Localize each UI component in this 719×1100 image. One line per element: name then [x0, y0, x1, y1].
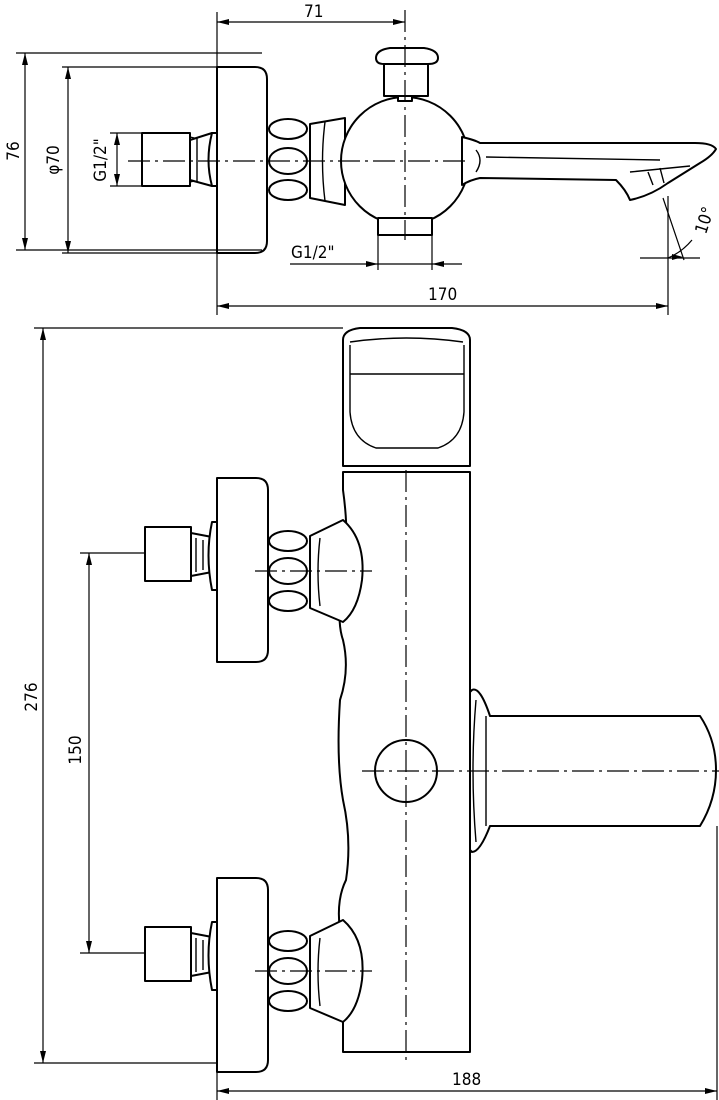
front-control-handle — [342, 327, 471, 467]
top-dim-76: 76 — [4, 141, 24, 160]
front-dim-188: 188 — [452, 1070, 481, 1090]
front-lower-flange — [216, 877, 269, 1073]
front-upper-ring-3 — [268, 590, 308, 612]
top-dim-170: 170 — [428, 285, 457, 305]
top-dim-outlet-thread: G1/2" — [291, 243, 335, 263]
front-lower-ring-1 — [268, 930, 308, 952]
front-dim-150: 150 — [66, 735, 86, 764]
front-upper-ring-1 — [268, 530, 308, 552]
top-neck — [309, 117, 346, 206]
front-upper-inlet-nut — [144, 526, 192, 582]
top-knob-stem — [383, 63, 429, 97]
top-ring-lower — [268, 179, 308, 201]
top-dim-angle-10: 10° — [692, 204, 719, 236]
front-dim-276: 276 — [22, 682, 42, 711]
top-inlet-nut — [141, 132, 191, 187]
top-connector-housing — [207, 132, 218, 187]
top-view: 71 76 φ70 G1/2" G1/2" — [4, 2, 719, 315]
top-wall-flange — [216, 66, 268, 254]
top-ring-upper — [268, 118, 308, 140]
top-knob-cap — [375, 47, 439, 65]
front-lower-ring-3 — [268, 990, 308, 1012]
top-spout — [461, 136, 717, 201]
front-view: 276 150 188 — [22, 327, 719, 1100]
front-upper-flange — [216, 477, 269, 663]
top-dim-phi70: φ70 — [44, 145, 64, 175]
front-lower-inlet-nut — [144, 926, 192, 982]
top-dim-inlet-thread: G1/2" — [91, 138, 111, 182]
top-dim-71: 71 — [304, 2, 323, 22]
